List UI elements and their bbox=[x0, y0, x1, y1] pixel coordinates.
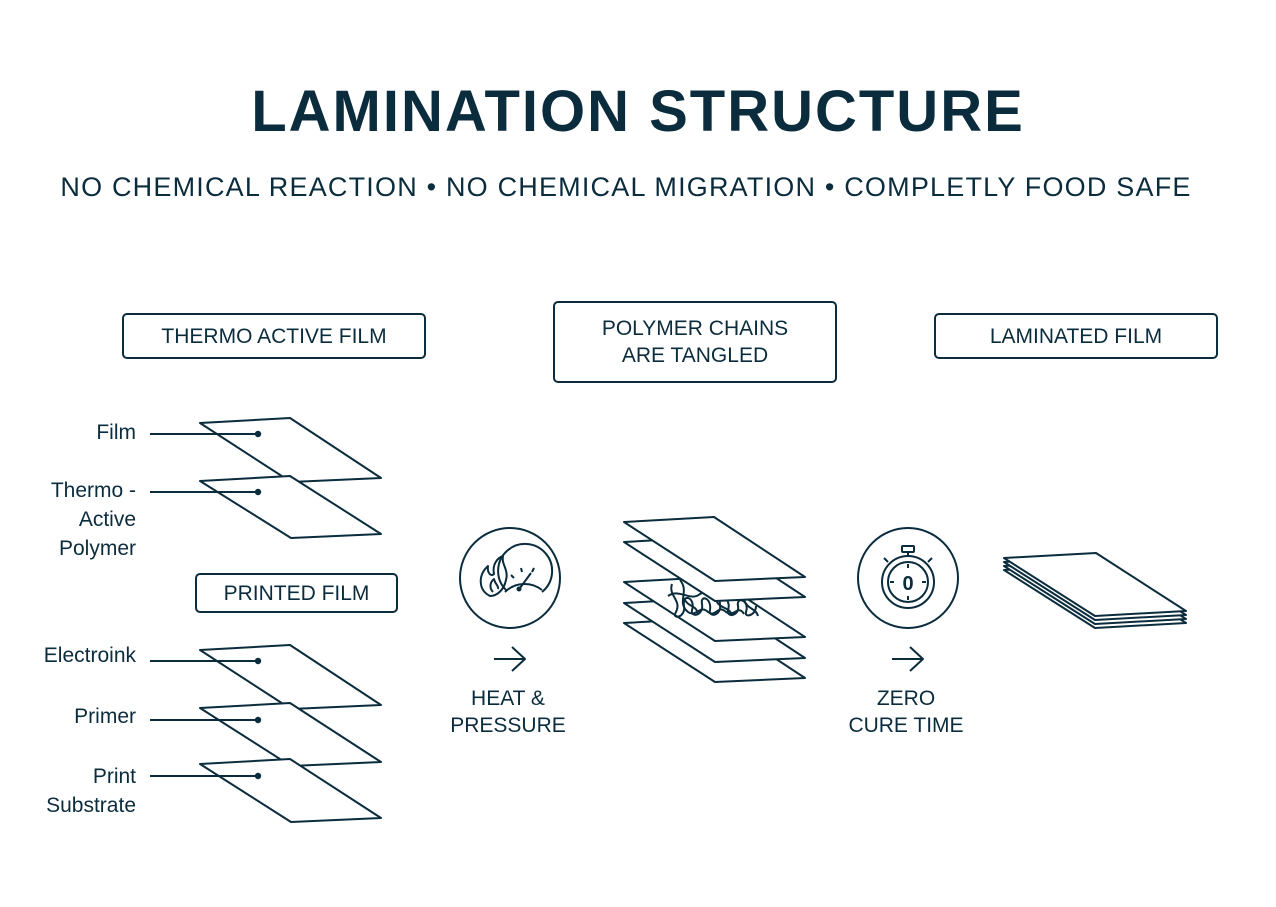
thermo-active-film-box: THERMO ACTIVE FILM bbox=[122, 313, 426, 359]
thermo-label-line1: Thermo - bbox=[50, 479, 136, 502]
laminated-film-label: LAMINATED FILM bbox=[989, 324, 1163, 348]
thermo-active-film-label: THERMO ACTIVE FILM bbox=[161, 324, 387, 348]
primer-leader-line bbox=[150, 716, 262, 724]
arrow-right-icon bbox=[494, 646, 526, 672]
electroink-layer-plane bbox=[199, 644, 382, 710]
zero-caption-line1: ZERO bbox=[876, 687, 936, 710]
polymer-chains-label-line1: POLYMER CHAINS bbox=[601, 317, 789, 340]
tangled-polymer-stack bbox=[623, 516, 806, 683]
zero-caption-line2: CURE TIME bbox=[848, 714, 964, 737]
layer-label-electroink: Electroink bbox=[43, 644, 136, 667]
printed-film-box: PRINTED FILM bbox=[195, 573, 398, 613]
timer-digit: 0 bbox=[902, 573, 913, 595]
primer-layer-plane bbox=[199, 702, 382, 767]
printed-film-label: PRINTED FILM bbox=[223, 581, 370, 605]
electroink-leader-line bbox=[150, 657, 262, 665]
polymer-chains-label-line2: ARE TANGLED bbox=[621, 344, 769, 367]
flame-gauge-icon bbox=[459, 527, 561, 629]
laminated-film-box: LAMINATED FILM bbox=[934, 313, 1218, 359]
stopwatch-icon bbox=[857, 527, 959, 629]
laminated-film-stack bbox=[1003, 552, 1187, 629]
layer-label-primer: Primer bbox=[74, 705, 136, 728]
page-subtitle: NO CHEMICAL REACTION • NO CHEMICAL MIGRA… bbox=[60, 172, 1192, 202]
layer-label-film: Film bbox=[96, 421, 136, 444]
thermo-active-polymer-leader-line bbox=[150, 488, 262, 496]
zero-cure-time-caption: ZERO CURE TIME bbox=[806, 685, 1006, 739]
thermo-label-line3: Polymer bbox=[58, 537, 136, 560]
film-leader-line bbox=[150, 430, 262, 438]
heat-caption-line2: PRESSURE bbox=[450, 714, 566, 737]
heat-pressure-caption: HEAT & PRESSURE bbox=[408, 685, 608, 739]
thermo-label-line2: Active bbox=[78, 508, 136, 531]
print-label-line1: Print bbox=[92, 765, 136, 788]
film-layer-plane bbox=[199, 417, 382, 483]
page-title: LAMINATION STRUCTURE bbox=[251, 79, 1025, 144]
print-label-line2: Substrate bbox=[46, 794, 136, 817]
arrow-right-icon bbox=[892, 646, 924, 672]
heat-caption-line1: HEAT & bbox=[471, 687, 545, 710]
print-substrate-layer-plane bbox=[199, 758, 382, 823]
print-substrate-leader-line bbox=[150, 772, 262, 780]
polymer-chains-box: POLYMER CHAINS ARE TANGLED bbox=[553, 301, 837, 383]
layer-label-print-substrate: Print Substrate bbox=[20, 762, 136, 820]
thermo-active-polymer-layer-plane bbox=[199, 475, 382, 539]
layer-label-thermo-active-polymer: Thermo - Active Polymer bbox=[20, 476, 136, 563]
